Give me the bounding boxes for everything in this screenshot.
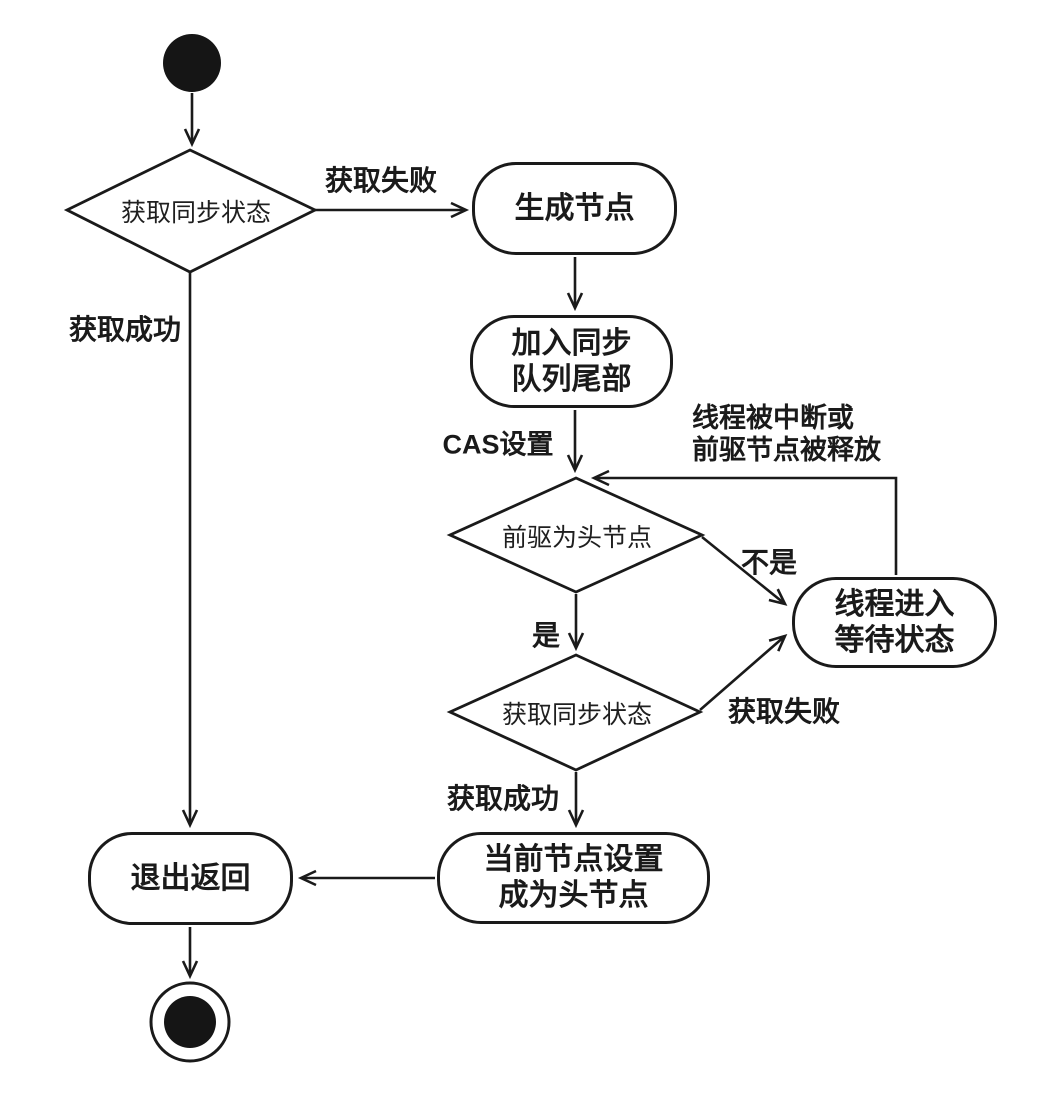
decision-acquire-sync-top-label: 获取同步状态 bbox=[120, 199, 272, 227]
action-create-node-label: 生成节点 bbox=[514, 191, 635, 225]
edge-label-interrupt-line2: 前驱节点被释放 bbox=[692, 435, 881, 465]
decision-predecessor-head bbox=[446, 476, 706, 594]
edge-label-cas-set: CAS设置 bbox=[442, 429, 554, 460]
action-exit-return: 退出返回 bbox=[88, 832, 293, 925]
action-thread-wait-line1: 线程进入 bbox=[834, 587, 955, 621]
edge-acquire-fail-loop bbox=[699, 633, 788, 711]
edge-label-acquire-success-left: 获取成功 bbox=[68, 314, 182, 345]
decision-predecessor-head-label: 前驱为头节点 bbox=[501, 524, 653, 552]
action-enqueue-tail-line2: 队列尾部 bbox=[511, 362, 632, 396]
final-state-inner-dot bbox=[164, 996, 216, 1048]
action-enqueue-tail-line1: 加入同步 bbox=[511, 326, 632, 360]
edge-not-head bbox=[701, 535, 788, 606]
action-set-head-line1: 当前节点设置 bbox=[483, 843, 664, 876]
edge-label-acquire-fail-loop: 获取失败 bbox=[727, 696, 841, 727]
action-set-head-line2: 成为头节点 bbox=[498, 879, 649, 912]
edge-label-interrupt-or-release: 线程被中断或 前驱节点被释放 bbox=[692, 402, 881, 466]
initial-state-node bbox=[163, 34, 221, 92]
action-set-head: 当前节点设置 成为头节点 bbox=[437, 832, 710, 924]
action-exit-return-label: 退出返回 bbox=[130, 861, 251, 895]
action-enqueue-tail: 加入同步 队列尾部 bbox=[470, 315, 673, 408]
edge-label-is-head: 是 bbox=[531, 620, 561, 651]
action-thread-wait-line2: 等待状态 bbox=[834, 623, 955, 657]
edge-label-acquire-fail-top: 获取失败 bbox=[324, 165, 438, 196]
action-create-node: 生成节点 bbox=[472, 162, 677, 255]
decision-acquire-sync-loop-label: 获取同步状态 bbox=[501, 701, 653, 729]
edge-label-acquire-success-loop: 获取成功 bbox=[446, 783, 560, 814]
edge-label-interrupt-line1: 线程被中断或 bbox=[692, 403, 854, 433]
edge-interrupt-loop-back bbox=[590, 469, 898, 575]
decision-acquire-sync-loop bbox=[446, 653, 704, 772]
decision-acquire-sync-top bbox=[63, 148, 319, 274]
action-thread-wait: 线程进入 等待状态 bbox=[792, 577, 997, 668]
edge-label-not-head: 不是 bbox=[740, 547, 798, 578]
